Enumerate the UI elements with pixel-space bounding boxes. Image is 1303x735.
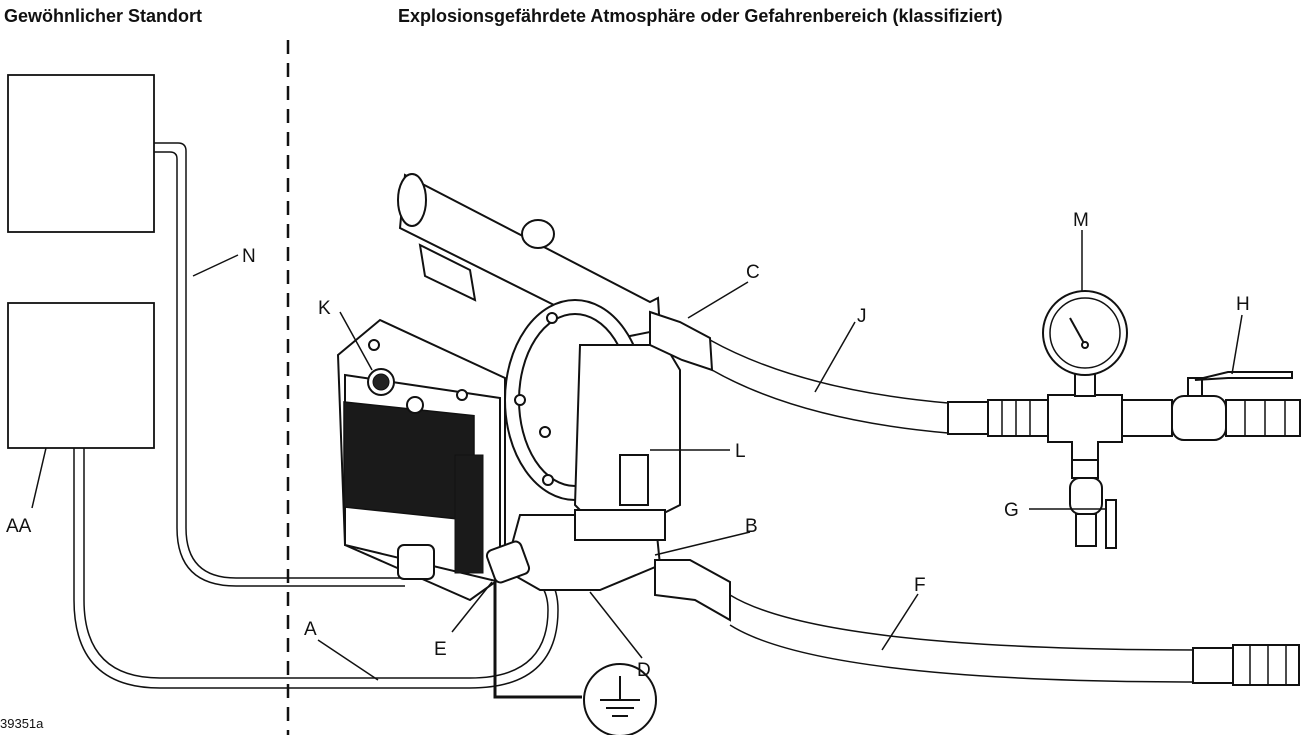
diaphragm-pump: [336, 173, 681, 602]
ordinary-location-heading: Gewöhnlicher Standort: [4, 6, 203, 26]
inlet-hose-f: [654, 559, 1300, 686]
callout-b: B: [745, 516, 758, 537]
callout-c: C: [746, 262, 760, 283]
callout-f: F: [914, 575, 926, 596]
cable-n: [154, 142, 405, 587]
controller-box-top: [7, 74, 155, 233]
hazardous-location-heading: Explosionsgefährdete Atmosphäre oder Gef…: [398, 6, 1003, 26]
callout-e: E: [434, 639, 447, 660]
pressure-gauge-icon: [1042, 290, 1128, 376]
figure-id: 39351a: [0, 716, 44, 731]
leader-lines: [31, 230, 1243, 681]
callout-g: G: [1004, 500, 1019, 521]
ground-connection: [493, 575, 657, 735]
callout-k: K: [318, 298, 331, 319]
callout-h: H: [1236, 294, 1250, 315]
callout-l: L: [735, 441, 746, 462]
callout-j: J: [857, 306, 867, 327]
callout-n: N: [242, 246, 256, 267]
callout-aa: AA: [6, 516, 32, 537]
outlet-hose-j: [649, 310, 989, 435]
callout-a: A: [304, 619, 317, 640]
outlet-piping: [987, 290, 1301, 549]
callout-d: D: [637, 660, 651, 681]
controller-box-aa: [7, 302, 155, 449]
callout-m: M: [1073, 210, 1089, 231]
